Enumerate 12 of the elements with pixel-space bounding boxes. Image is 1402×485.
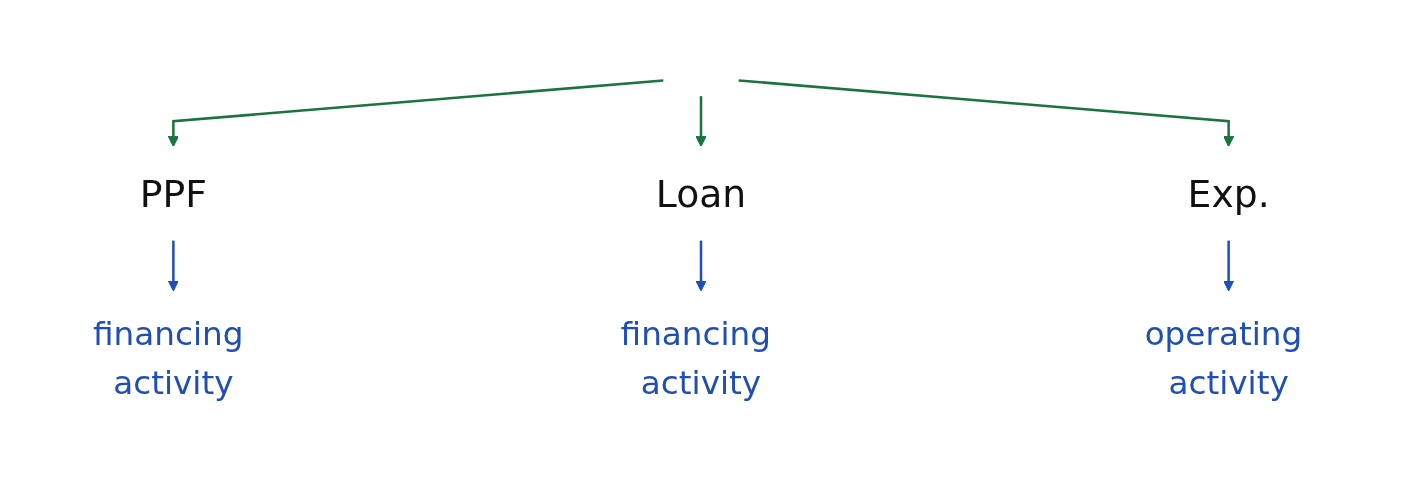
node-text: operating activity: [1144, 314, 1303, 402]
arrow: [167, 79, 664, 147]
arrow: [738, 79, 1235, 147]
node-text: financing activity: [620, 314, 772, 402]
arrow: [695, 96, 707, 147]
arrow: [695, 240, 707, 292]
arrow: [167, 240, 179, 292]
node-text: Loan: [655, 171, 747, 216]
arrow: [1223, 240, 1235, 292]
node-text: Exp.: [1187, 171, 1270, 216]
node-text: financing activity: [92, 314, 244, 402]
node-text: PPF: [139, 171, 207, 216]
